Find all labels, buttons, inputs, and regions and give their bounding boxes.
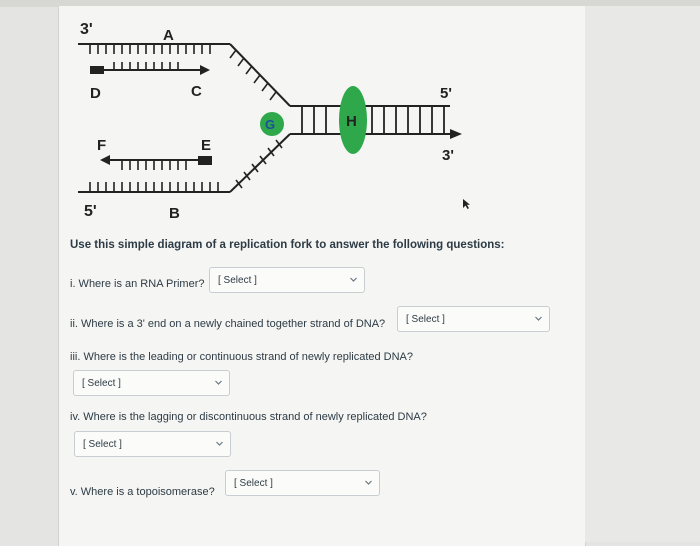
label-5prime-right: 5'	[440, 85, 452, 102]
question-4-select[interactable]: [ Select ]	[74, 431, 231, 457]
label-5prime-bottom: 5'	[84, 203, 97, 220]
question-3-label: iii. Where is the leading or continuous …	[70, 351, 414, 363]
chevron-down-icon	[350, 276, 357, 283]
question-2-select[interactable]: [ Select ]	[397, 306, 550, 332]
chevron-down-icon	[215, 379, 222, 386]
label-A: A	[163, 27, 174, 44]
question-4-label: iv. Where is the lagging or discontinuou…	[70, 411, 427, 423]
instructions: Use this simple diagram of a replication…	[70, 239, 505, 251]
label-F: F	[97, 137, 106, 154]
label-D: D	[90, 85, 101, 102]
label-3prime-right: 3'	[442, 147, 454, 164]
replication-fork-diagram: 3' A D C 5' G H F E 3' 5' B	[78, 21, 462, 222]
chevron-down-icon	[365, 479, 372, 486]
question-3-select[interactable]: [ Select ]	[73, 370, 230, 396]
question-5-select-value: [ Select ]	[234, 478, 273, 489]
question-5-label: v. Where is a topoisomerase?	[70, 486, 215, 498]
right-panel	[585, 6, 700, 542]
mouse-cursor-icon	[462, 197, 471, 215]
label-3prime-top: 3'	[80, 21, 93, 38]
question-2-label: ii. Where is a 3' end on a newly chained…	[70, 318, 386, 330]
label-E: E	[201, 137, 211, 154]
label-H: H	[346, 113, 357, 130]
question-1-select-value: [ Select ]	[218, 275, 257, 286]
label-C: C	[191, 83, 202, 100]
question-2-select-value: [ Select ]	[406, 314, 445, 325]
label-B: B	[169, 205, 180, 222]
label-G: G	[265, 117, 275, 132]
question-1-select[interactable]: [ Select ]	[209, 267, 365, 293]
question-3-select-value: [ Select ]	[82, 378, 121, 389]
chevron-down-icon	[216, 440, 223, 447]
chevron-down-icon	[535, 315, 542, 322]
question-1-label: i. Where is an RNA Primer?	[70, 278, 205, 290]
question-5-select[interactable]: [ Select ]	[225, 470, 380, 496]
top-band	[0, 0, 700, 7]
question-4-select-value: [ Select ]	[83, 439, 122, 450]
